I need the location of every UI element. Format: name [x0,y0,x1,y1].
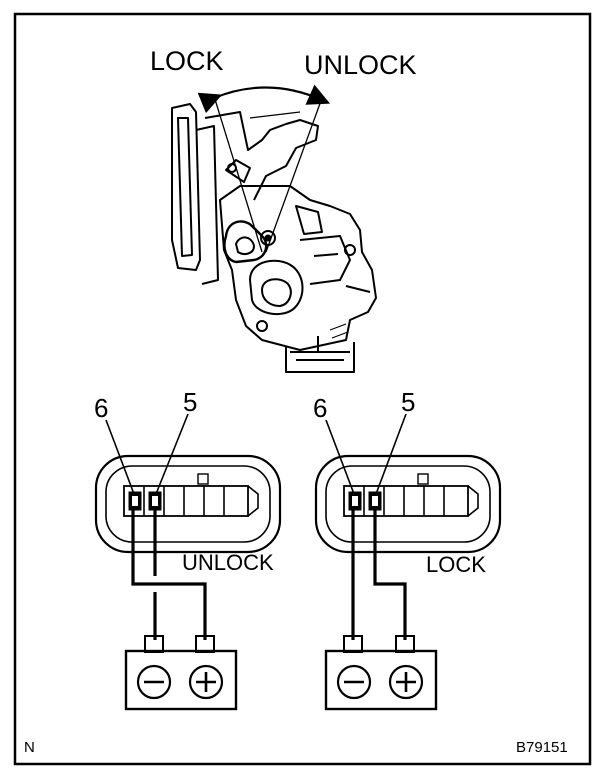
connector-icon [94,454,282,554]
unlock-label-top: UNLOCK [304,50,417,80]
state-label-lock: LOCK [426,552,486,577]
figure-frame [13,12,592,766]
panel-unlock: 6 5 UNLO [94,387,282,711]
pin-5-label: 5 [183,387,197,417]
wiring-lock [351,510,407,640]
pin-6-label: 6 [313,393,327,423]
corner-letter: N [24,739,35,756]
pin-5-label: 5 [401,387,415,417]
lock-unlock-arrow [197,84,331,114]
battery-icon [124,635,238,711]
lock-label-top: LOCK [150,46,224,76]
connector-icon [314,454,502,554]
battery-icon [324,635,438,711]
figure-code: B79151 [516,739,568,756]
state-label-unlock: UNLOCK [182,550,274,575]
wiring-unlock [131,510,207,640]
pin-6-label: 6 [94,393,108,423]
door-lock-actuator-icon [171,95,377,373]
panel-lock: 6 5 LOCK [313,387,502,711]
